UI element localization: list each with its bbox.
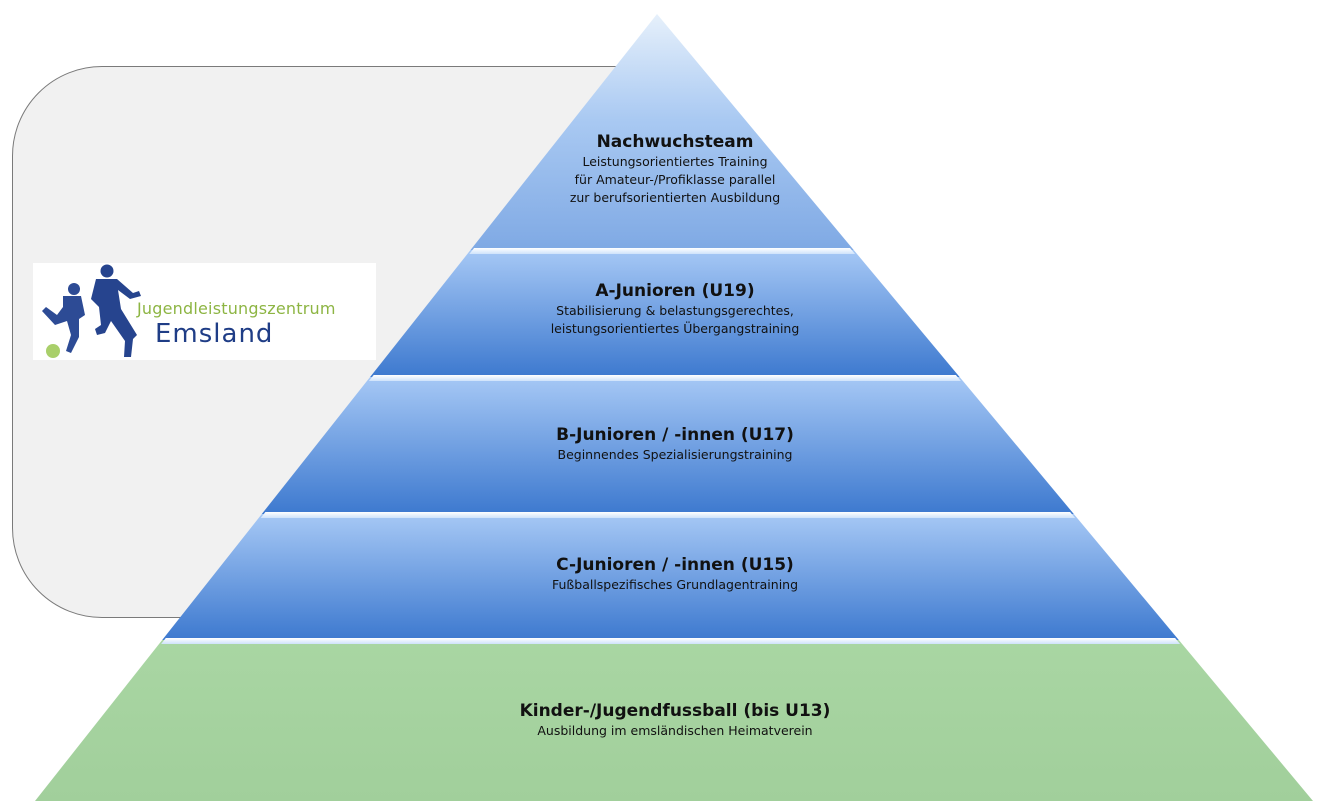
tier-title: A-Junioren (U19) — [595, 281, 755, 301]
tier-line: Beginnendes Spezialisierungstraining — [557, 447, 793, 462]
tier-shape-b-junioren — [261, 377, 1074, 514]
tier-separator — [368, 375, 961, 381]
tier-line: zur berufsorientierten Ausbildung — [569, 190, 781, 205]
tier-nachwuchsteam: Nachwuchsteam Leistungsorientiertes Trai… — [570, 131, 780, 207]
tier-line: für Amateur-/Profiklasse parallel — [574, 172, 776, 187]
tier-title: Kinder-/Jugendfussball (bis U13) — [519, 701, 831, 721]
tier-shape-nachwuchsteam — [470, 14, 854, 250]
tier-line: leistungsorientiertes Übergangstraining — [550, 321, 800, 336]
tier-title: B-Junioren / -innen (U17) — [556, 425, 794, 445]
logo: Jugendleistungszentrum Emsland — [33, 263, 376, 360]
tier-kinder-jugendfussball: Kinder-/Jugendfussball (bis U13) Ausbild… — [520, 700, 831, 740]
tier-separator — [161, 638, 1181, 644]
tier-separator — [260, 512, 1076, 518]
tier-title: C-Junioren / -innen (U15) — [556, 555, 794, 575]
logo-title-line2: Emsland — [155, 319, 274, 349]
tier-a-junioren: A-Junioren (U19) Stabilisierung & belast… — [551, 280, 800, 338]
logo-title-line1: Jugendleistungszentrum — [137, 299, 336, 318]
tier-separator — [469, 248, 856, 254]
tier-shape-c-junioren — [162, 514, 1179, 640]
tier-shape-kinder-jugendfussball — [35, 640, 1313, 801]
tier-line: Stabilisierung & belastungsgerechtes, — [556, 303, 794, 318]
tier-c-junioren: C-Junioren / -innen (U15) Fußballspezifi… — [552, 554, 798, 594]
tier-line: Fußballspezifisches Grundlagentraining — [551, 577, 799, 592]
tier-line: Leistungsorientiertes Training — [582, 154, 768, 169]
tier-b-junioren: B-Junioren / -innen (U17) Beginnendes Sp… — [556, 424, 794, 464]
tier-title: Nachwuchsteam — [596, 132, 754, 152]
tier-line: Ausbildung im emsländischen Heimatverein — [537, 723, 813, 738]
players-icon — [42, 264, 141, 358]
tier-shape-a-junioren — [370, 250, 960, 377]
